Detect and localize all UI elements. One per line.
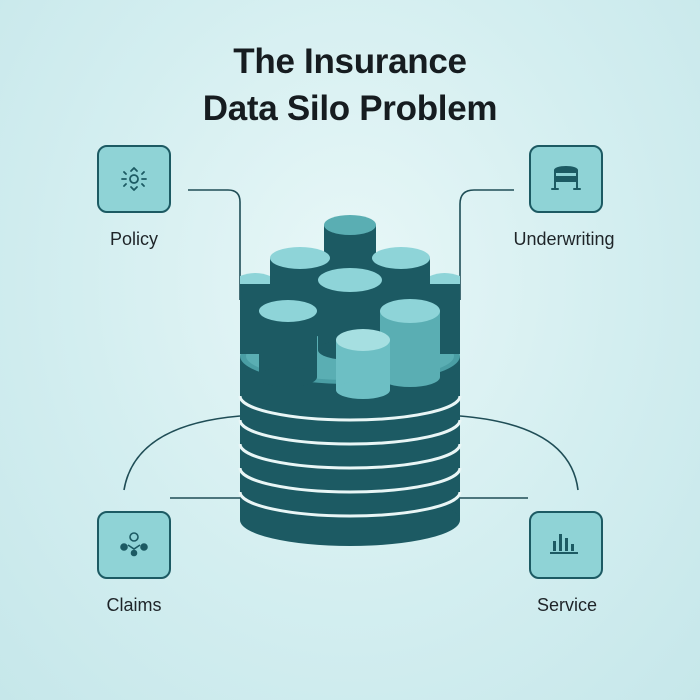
underwriting-label: Underwriting bbox=[513, 229, 615, 249]
silo-cylinder-bottom bbox=[380, 367, 440, 387]
silo-cylinders bbox=[240, 215, 460, 399]
title-line-2: Data Silo Problem bbox=[202, 89, 498, 128]
connector-policy bbox=[188, 189, 241, 300]
bar-chart-icon bbox=[550, 534, 578, 554]
settings-target-icon bbox=[121, 167, 147, 191]
database-disc-lines bbox=[238, 395, 462, 518]
node-policy bbox=[97, 145, 171, 213]
disc-line bbox=[238, 419, 462, 446]
people-network-icon bbox=[120, 532, 148, 557]
node-underwriting bbox=[529, 145, 603, 213]
database-stack bbox=[238, 215, 462, 546]
connector-service-arc bbox=[459, 415, 579, 491]
silo-cylinder-top bbox=[324, 215, 376, 235]
claims-icon-box bbox=[97, 511, 171, 579]
disc-line bbox=[238, 395, 462, 422]
claims-label: Claims bbox=[106, 595, 162, 615]
silo-cylinder-top bbox=[430, 273, 460, 284]
service-label: Service bbox=[536, 595, 598, 615]
database-table-icon bbox=[551, 166, 581, 190]
silo-cylinder-bottom bbox=[336, 381, 390, 399]
silo-cylinder-top bbox=[380, 299, 440, 323]
database-bottom bbox=[240, 494, 460, 546]
node-claims bbox=[97, 511, 171, 579]
silo-cylinder-top bbox=[270, 247, 330, 269]
connector-lines bbox=[123, 189, 579, 499]
disc-line bbox=[238, 491, 462, 518]
connector-underwriting bbox=[459, 189, 514, 300]
silo-cylinder-top bbox=[259, 300, 317, 322]
disc-line bbox=[238, 467, 462, 494]
silo-cylinder-bottom bbox=[259, 367, 317, 387]
connector-claims-arc bbox=[123, 415, 241, 491]
silo-cylinder-top bbox=[336, 329, 390, 351]
node-service bbox=[529, 511, 603, 579]
page-title: The Insurance Data Silo Problem bbox=[0, 38, 700, 132]
silo-cylinder-top bbox=[240, 273, 270, 284]
silo-cylinder-top bbox=[318, 268, 382, 292]
disc-line bbox=[238, 443, 462, 470]
policy-label: Policy bbox=[109, 229, 159, 249]
title-line-1: The Insurance bbox=[233, 42, 467, 81]
policy-icon-box bbox=[97, 145, 171, 213]
silo-cylinder-top bbox=[372, 247, 430, 269]
